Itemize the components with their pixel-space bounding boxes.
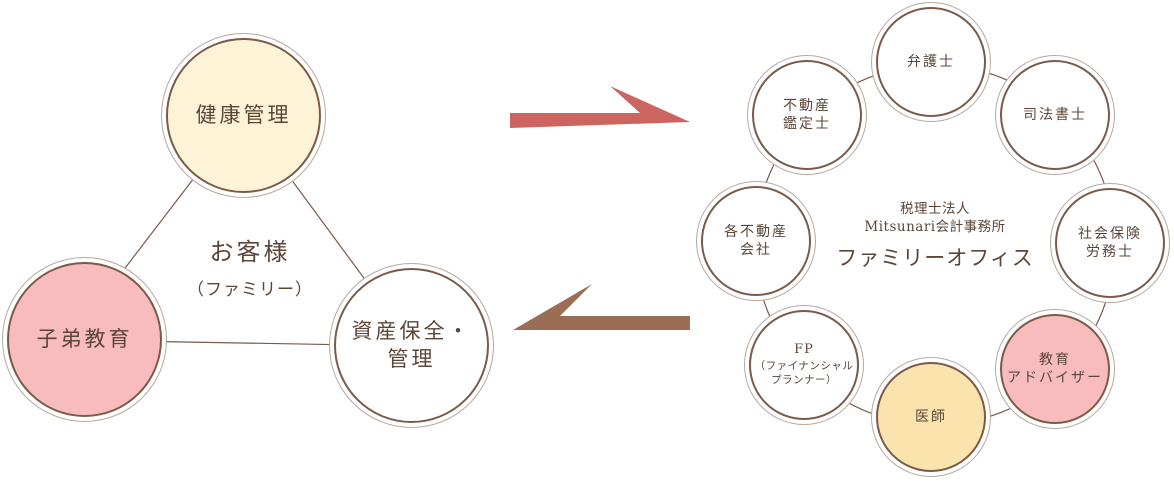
real-estate-company-label-1: 各不動産 — [724, 223, 788, 240]
circle-education-advisor: 教育 アドバイザー — [1000, 314, 1110, 424]
doctor-label: 医師 — [915, 408, 947, 425]
circle-asset-management: 資産保全・ 管理 — [334, 268, 489, 423]
arrow-right — [510, 86, 690, 128]
labor-consultant-label-1: 社会保険 — [1078, 225, 1142, 242]
circle-child-education: 子弟教育 — [7, 262, 162, 417]
lawyer-label: 弁護士 — [907, 53, 955, 70]
office-name-line1: 税理士法人 — [900, 201, 970, 217]
circle-lawyer: 弁護士 — [876, 7, 986, 117]
education-advisor-label-1: 教育 — [1039, 351, 1071, 368]
health-management-label: 健康管理 — [195, 102, 292, 127]
office-name-line3: ファミリーオフィス — [836, 246, 1034, 271]
customer-label: お客様 （ファミリー） — [175, 232, 325, 300]
circle-judicial-scrivener: 司法書士 — [1000, 60, 1110, 170]
fp-label-3: プランナー） — [771, 374, 837, 387]
office-name-line2: Mitsunari会計事務所 — [864, 219, 1006, 236]
circle-real-estate-company: 各不動産 会社 — [701, 186, 811, 296]
customer-title: お客様 — [209, 238, 291, 266]
real-estate-appraiser-label-2: 鑑定士 — [783, 116, 831, 132]
office-label: 税理士法人 Mitsunari会計事務所 ファミリーオフィス — [815, 200, 1055, 272]
circle-labor-consultant: 社会保険 労務士 — [1055, 188, 1165, 298]
arrow-left — [513, 284, 690, 330]
judicial-scrivener-label: 司法書士 — [1023, 106, 1087, 123]
child-education-label: 子弟教育 — [36, 326, 133, 351]
circle-real-estate-appraiser: 不動産 鑑定士 — [752, 60, 862, 170]
circle-financial-planner: FP （ファイナンシャル プランナー） — [749, 310, 859, 420]
asset-management-label-2: 管理 — [387, 346, 436, 371]
fp-label-2: （ファイナンシャル — [754, 360, 854, 373]
real-estate-company-label-2: 会社 — [740, 242, 772, 258]
education-advisor-label-2: アドバイザー — [1007, 370, 1103, 386]
labor-consultant-label-2: 労務士 — [1086, 244, 1134, 260]
circle-health-management: 健康管理 — [166, 38, 321, 193]
fp-label-1: FP — [794, 342, 814, 358]
customer-subtitle: （ファミリー） — [187, 280, 313, 300]
real-estate-appraiser-label-1: 不動産 — [783, 97, 831, 114]
asset-management-label-1: 資産保全・ — [351, 319, 472, 344]
circle-doctor: 医師 — [876, 362, 986, 472]
